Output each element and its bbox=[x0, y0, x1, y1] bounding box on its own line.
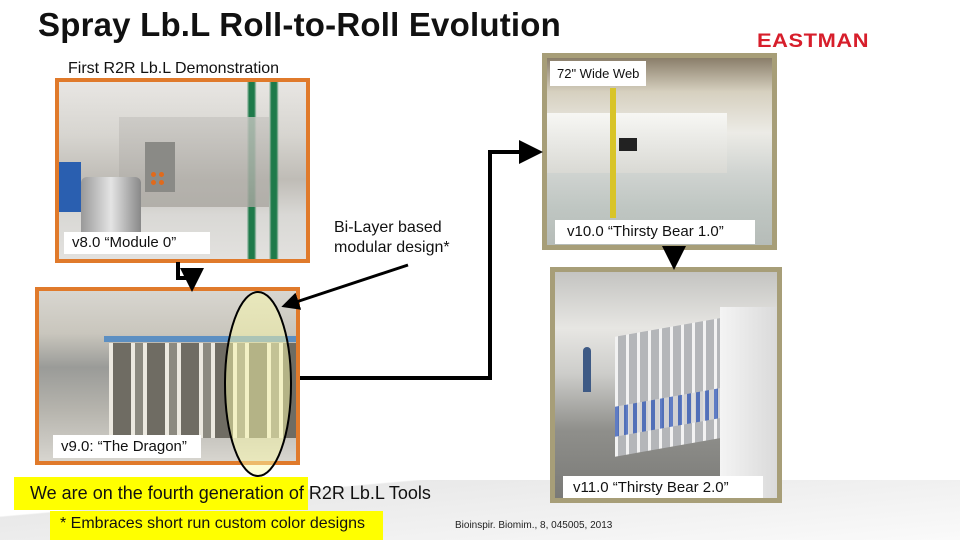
photo-thirsty-bear-2: v11.0 “Thirsty Bear 2.0” bbox=[550, 267, 782, 503]
photo-module-0: v8.0 “Module 0” bbox=[55, 78, 310, 263]
blue-barrel bbox=[59, 162, 81, 212]
citation: Bioinspir. Biomim., 8, 045005, 2013 bbox=[455, 520, 613, 531]
blue-rail bbox=[104, 336, 296, 342]
slide-title: Spray Lb.L Roll-to-Roll Evolution bbox=[38, 6, 561, 43]
eastman-logo: EASTMAN bbox=[757, 31, 870, 52]
dragon-label: v9.0: “The Dragon” bbox=[53, 435, 201, 458]
thirsty-bear-1-label: v10.0 “Thirsty Bear 1.0” bbox=[555, 220, 755, 244]
generation-note: We are on the fourth generation of R2R L… bbox=[14, 477, 431, 510]
bilayer-annotation: Bi-Layer based modular design* bbox=[334, 218, 450, 258]
web-line bbox=[547, 113, 727, 173]
arrow-bilayer-pointer bbox=[281, 263, 409, 310]
control-panel bbox=[145, 142, 175, 192]
photo-thirsty-bear-1: 72" Wide Web v10.0 “Thirsty Bear 1.0” bbox=[542, 53, 777, 250]
bilayer-line1: Bi-Layer based bbox=[334, 219, 442, 236]
operator-figure bbox=[583, 347, 591, 392]
spray-modules bbox=[109, 343, 296, 438]
wide-web-label: 72" Wide Web bbox=[550, 61, 647, 86]
arrow-dragon-to-thirsty1 bbox=[300, 140, 543, 380]
white-frame bbox=[720, 307, 777, 498]
module0-caption: First R2R Lb.L Demonstration bbox=[68, 60, 280, 77]
photo-the-dragon: v9.0: “The Dragon” bbox=[35, 287, 300, 465]
equipment-frame bbox=[119, 117, 269, 207]
spray-line bbox=[615, 317, 725, 457]
thirsty-bear-2-label: v11.0 “Thirsty Bear 2.0” bbox=[563, 476, 763, 498]
arrow-module0-to-dragon bbox=[176, 262, 204, 292]
bilayer-line2: modular design* bbox=[334, 239, 450, 256]
yellow-pole bbox=[610, 88, 616, 218]
module0-label: v8.0 “Module 0” bbox=[64, 232, 210, 254]
hmi-screen bbox=[619, 138, 637, 151]
steel-tank bbox=[81, 177, 141, 239]
footnote: * Embraces short run custom color design… bbox=[50, 511, 384, 540]
